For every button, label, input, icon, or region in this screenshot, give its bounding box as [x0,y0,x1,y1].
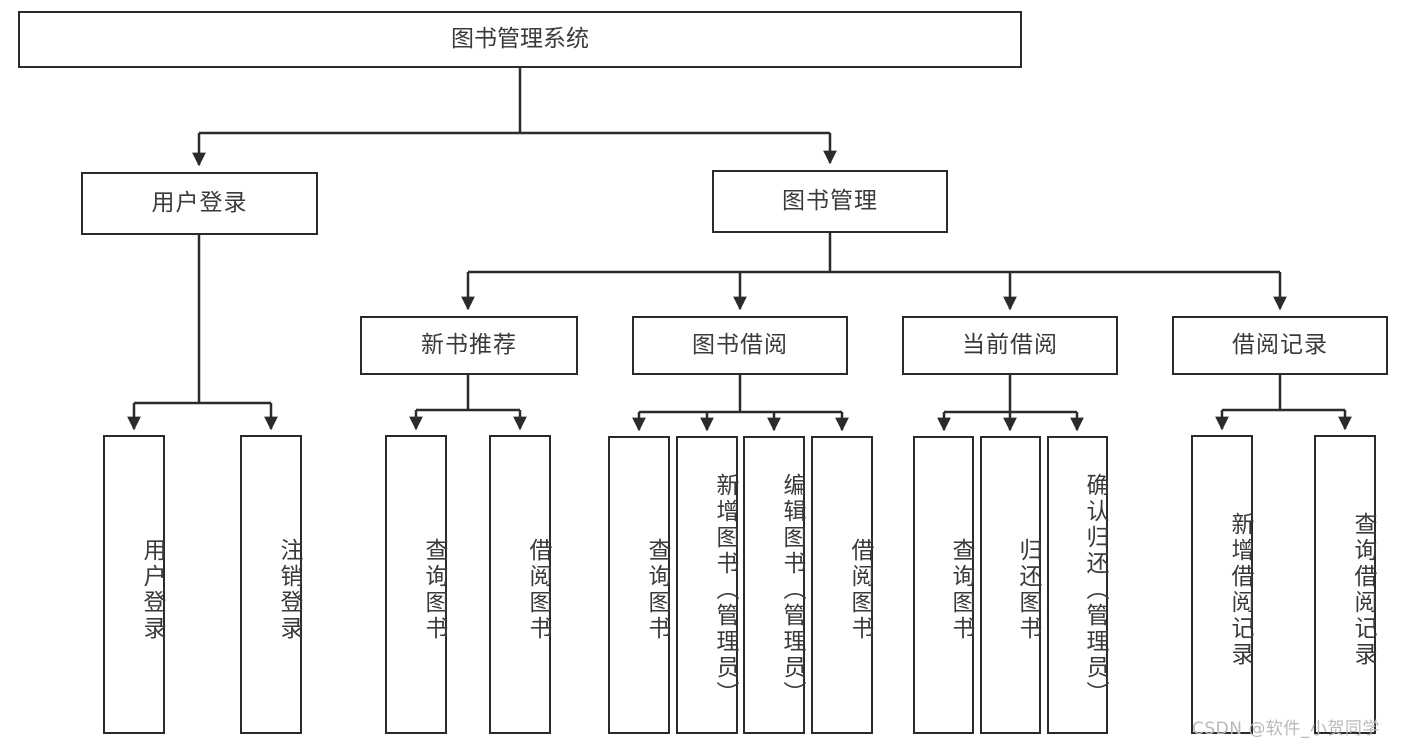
leaf-query-book-1[interactable]: 查询图书 [385,435,447,734]
leaf-user-login[interactable]: 用户登录 [103,435,165,734]
leaf-query-record[interactable]: 查询借阅记录 [1314,435,1376,734]
leaf-query-book-2[interactable]: 查询图书 [608,436,670,734]
leaf-edit-book[interactable]: 编辑图书（管理员） [743,436,805,734]
leaf-borrow-book-1[interactable]: 借阅图书 [489,435,551,734]
leaf-add-book[interactable]: 新增图书（管理员） [676,436,738,734]
node-user-login[interactable]: 用户登录 [81,172,318,235]
leaf-confirm-return[interactable]: 确认归还（管理员） [1047,436,1108,734]
leaf-borrow-book-2[interactable]: 借阅图书 [811,436,873,734]
node-current-borrow[interactable]: 当前借阅 [902,316,1118,375]
node-borrow-record[interactable]: 借阅记录 [1172,316,1388,375]
node-root[interactable]: 图书管理系统 [18,11,1022,68]
node-new-book-rec[interactable]: 新书推荐 [360,316,578,375]
leaf-query-book-3[interactable]: 查询图书 [913,436,974,734]
leaf-return-book[interactable]: 归还图书 [980,436,1041,734]
node-book-borrow[interactable]: 图书借阅 [632,316,848,375]
leaf-add-record[interactable]: 新增借阅记录 [1191,435,1253,734]
leaf-logout[interactable]: 注销登录 [240,435,302,734]
node-book-manage[interactable]: 图书管理 [712,170,948,233]
